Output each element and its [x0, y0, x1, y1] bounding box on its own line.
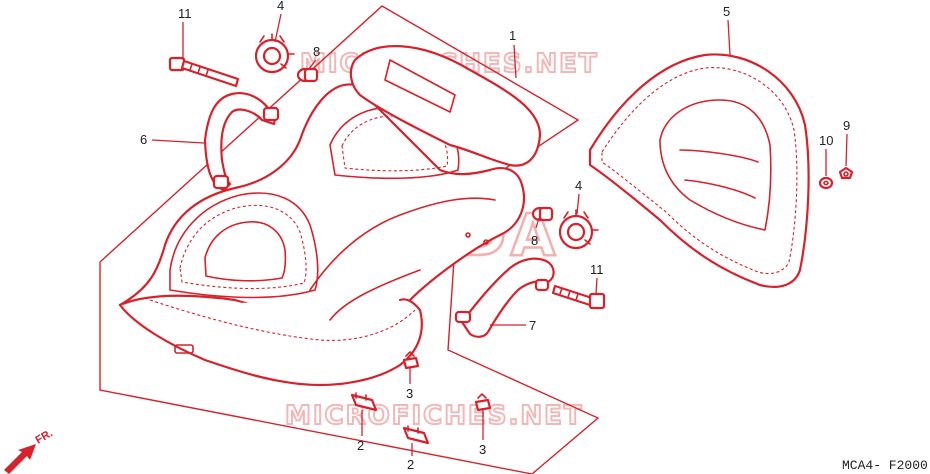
leader-1: [513, 44, 517, 79]
backrest-pad-part: [588, 53, 810, 288]
watermark-bottom: MICROFICHES.NET: [285, 401, 584, 431]
leader-9: [845, 133, 848, 167]
callout-2-right: 2: [407, 457, 414, 472]
callout-11-lower: 11: [590, 262, 604, 277]
assembly-frame: [99, 5, 600, 474]
callout-5: 5: [723, 4, 730, 19]
callout-2-left: 2: [357, 438, 364, 453]
callout-8-lower: 8: [531, 233, 538, 248]
washer-part: [818, 176, 834, 190]
leader-5: [727, 19, 731, 56]
leader-4-lower: [576, 193, 580, 215]
callout-4-upper: 4: [277, 0, 284, 13]
grab-handle-right-part: [454, 257, 555, 338]
callout-10: 10: [819, 133, 833, 148]
grab-handle-left-part: [203, 92, 280, 192]
seat-part: [118, 45, 542, 387]
diagram-code: MCA4- F2000: [842, 458, 928, 473]
callout-3-left: 3: [406, 386, 413, 401]
knob-upper-part: [254, 33, 295, 74]
leader-8-upper: [307, 59, 317, 71]
front-direction-arrow: FR.: [4, 427, 55, 474]
callout-8-upper: 8: [313, 44, 320, 59]
callout-1: 1: [509, 28, 516, 43]
front-label: FR.: [34, 427, 55, 446]
callout-3-right: 3: [479, 442, 486, 457]
knob-lower-part: [558, 209, 599, 250]
callout-7: 7: [529, 318, 536, 333]
callout-6: 6: [140, 132, 147, 147]
bolt-lower-part: [551, 284, 606, 310]
leader-8-lower: [535, 217, 540, 229]
callout-9: 9: [843, 118, 850, 133]
clip-right-part: [402, 425, 430, 445]
arrow-icon: [4, 444, 36, 474]
grommet-left-part: [402, 351, 420, 370]
callout-4-lower: 4: [575, 178, 582, 193]
screw-part: [838, 166, 854, 180]
leader-6: [151, 139, 205, 144]
leader-11-lower: [595, 277, 598, 295]
leader-4-upper: [274, 13, 282, 43]
clip-left-part: [350, 392, 378, 412]
grommet-right-part: [474, 393, 492, 412]
bolt-upper-part: [168, 56, 240, 88]
callout-11-upper: 11: [178, 6, 192, 21]
collar-lower-part: [531, 206, 554, 222]
collar-upper-part: [296, 67, 319, 83]
